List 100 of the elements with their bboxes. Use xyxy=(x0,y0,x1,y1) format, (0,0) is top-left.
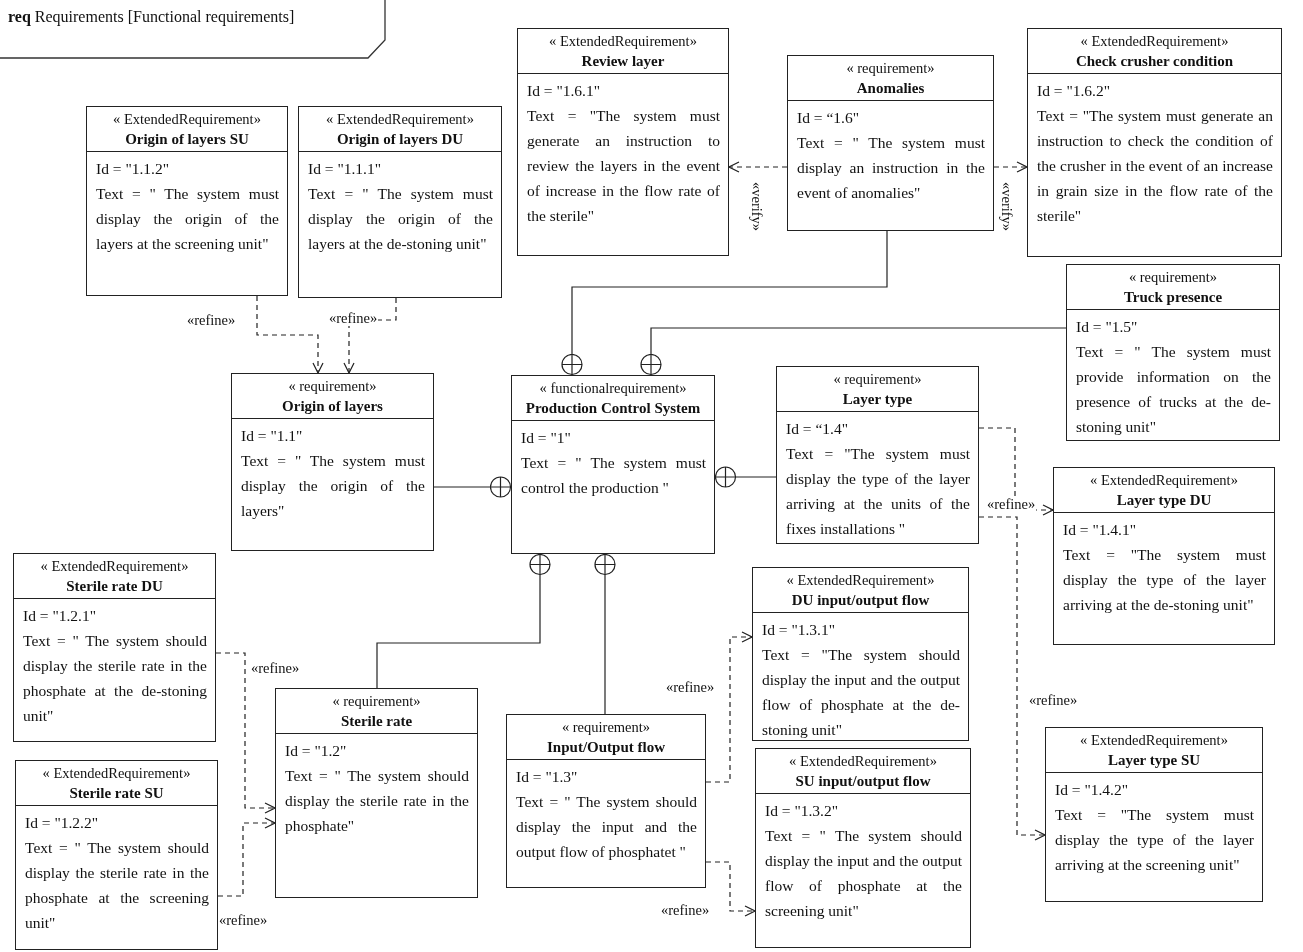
requirement-id: Id = "1" xyxy=(521,428,572,448)
requirement-name: Sterile rate xyxy=(340,712,413,731)
dependency-arrow xyxy=(705,631,753,783)
dependency-arrow xyxy=(978,516,1046,841)
requirement-id: Id = "1.1.2" xyxy=(96,159,171,179)
requirement-text: Text = " The system should display the sterile rate in the phosphate at the screening unit" xyxy=(25,838,209,933)
edge-label: «refine» xyxy=(660,902,711,918)
requirement-text: Text = "The system must generate an instruction to check the condition of the crusher in the event of an increase in grain size in the flow rate of the sterile" xyxy=(1037,106,1273,226)
dependency-arrow xyxy=(343,297,397,374)
requirement-name: Anomalies xyxy=(856,79,925,98)
requirement-id: Id = "1.1.1" xyxy=(308,159,383,179)
requirement-box xyxy=(15,760,218,950)
requirement-text: Text = "The system must display the type of the layer arriving at the units of the fixes installations " xyxy=(786,444,970,539)
requirement-name: DU input/output flow xyxy=(791,591,930,610)
requirement-id: Id = "1.3" xyxy=(516,767,579,787)
containment-line xyxy=(714,466,777,488)
requirement-name: Layer type DU xyxy=(1116,491,1212,510)
requirement-text: Text = " The system must control the production " xyxy=(521,453,706,498)
dependency-arrow xyxy=(978,427,1054,516)
containment-line xyxy=(640,327,1067,376)
requirement-box xyxy=(86,106,288,296)
requirement-id: Id = "1.3.2" xyxy=(765,801,840,821)
edge-label: «refine» xyxy=(186,312,237,328)
requirement-box xyxy=(1066,264,1280,441)
edge-label: «refine» xyxy=(218,912,269,928)
requirement-box xyxy=(13,553,216,742)
edge-label: «refine» xyxy=(328,310,379,326)
requirement-text: Text = "The system must display the type of the layer arriving at the de-stoning unit" xyxy=(1063,545,1266,615)
requirement-id: Id = "1.5" xyxy=(1076,317,1139,337)
requirement-box xyxy=(231,373,434,551)
requirement-name: Layer type xyxy=(842,390,913,409)
requirement-name: Origin of layers SU xyxy=(125,130,249,149)
edge-label: «verify» xyxy=(998,182,1016,232)
requirement-box xyxy=(1053,467,1275,645)
requirement-id: Id = "1.6.2" xyxy=(1037,81,1112,101)
stereotype-label: « ExtendedRequirement» xyxy=(326,110,474,129)
requirement-box xyxy=(511,375,715,554)
stereotype-label: « ExtendedRequirement» xyxy=(113,110,261,129)
stereotype-label: « requirement» xyxy=(288,377,377,396)
stereotype-label: « ExtendedRequirement» xyxy=(40,557,189,576)
requirement-box xyxy=(517,28,729,256)
stereotype-label: « ExtendedRequirement» xyxy=(789,752,937,771)
stereotype-label: « ExtendedRequirement» xyxy=(1090,471,1238,490)
stereotype-label: « requirement» xyxy=(1128,268,1218,287)
requirement-name: Sterile rate DU xyxy=(66,577,163,596)
requirement-name: Sterile rate SU xyxy=(69,784,164,803)
requirement-box xyxy=(776,366,979,544)
requirement-text: Text = " The system must display the origin of the layers at the screening unit" xyxy=(96,184,279,254)
edge-label: «verify» xyxy=(748,182,766,232)
diagram-frame-title: req Requirements [Functional requirements] xyxy=(8,8,295,26)
dependency-arrow xyxy=(993,161,1028,173)
requirement-box xyxy=(755,748,971,948)
requirement-name: Layer type SU xyxy=(1107,751,1201,770)
requirement-box xyxy=(1045,727,1263,902)
dependency-arrow xyxy=(217,817,276,897)
dependency-arrow xyxy=(728,161,788,173)
edge-label: «refine» xyxy=(1028,692,1079,708)
requirement-id: Id = "1.2.2" xyxy=(25,813,100,833)
stereotype-label: « requirement» xyxy=(332,692,421,711)
requirement-name: Check crusher condition xyxy=(1075,52,1234,71)
dependency-arrow xyxy=(215,652,276,814)
dependency-arrow xyxy=(256,295,324,374)
requirement-name: Production Control System xyxy=(525,399,701,418)
containment-line xyxy=(561,230,888,376)
stereotype-label: « requirement» xyxy=(846,59,935,78)
containment-line xyxy=(433,476,512,498)
requirement-name: Origin of layers xyxy=(282,397,383,416)
requirement-box xyxy=(506,714,706,888)
requirement-id: Id = "1.3.1" xyxy=(762,620,837,640)
stereotype-label: « requirement» xyxy=(833,370,922,389)
requirement-text: Text = " The system must display the origin of the layers" xyxy=(241,451,425,521)
requirement-text: Text = "The system must generate an instruction to review the layers in the event of increase in the flow rate of the sterile" xyxy=(527,106,720,226)
stereotype-label: « ExtendedRequirement» xyxy=(42,764,191,783)
requirement-text: Text = " The system should display the input and the output flow of phosphatet " xyxy=(516,792,697,862)
requirement-name: Truck presence xyxy=(1123,288,1223,307)
requirement-name: Input/Output flow xyxy=(547,738,665,757)
requirement-text: Text = " The system should display the sterile rate in the phosphate" xyxy=(285,766,469,836)
requirement-text: Text = " The system should display the input and the output flow of phosphate at the screening unit" xyxy=(765,826,962,921)
requirement-id: Id = "1.4.1" xyxy=(1063,520,1138,540)
stereotype-label: « requirement» xyxy=(561,718,651,737)
stereotype-label: « ExtendedRequirement» xyxy=(549,32,697,51)
edge-label: «refine» xyxy=(250,660,301,676)
requirement-id: Id = "1.4.2" xyxy=(1055,780,1130,800)
requirement-box xyxy=(298,106,502,298)
requirement-text: Text = " The system must display an instruction in the event of anomalies" xyxy=(797,133,985,203)
stereotype-label: « ExtendedRequirement» xyxy=(786,571,935,590)
requirement-name: Review layer xyxy=(581,52,665,71)
requirement-text: Text = "The system must display the type of the layer arriving at the screening unit" xyxy=(1055,805,1254,875)
requirement-id: Id = "1.2.1" xyxy=(23,606,98,626)
edge-label: «refine» xyxy=(986,496,1037,512)
requirement-box xyxy=(787,55,994,231)
requirement-name: Origin of layers DU xyxy=(336,130,464,149)
requirement-id: Id = “1.6" xyxy=(797,108,860,128)
edge-label: «refine» xyxy=(665,679,716,695)
requirement-text: Text = " The system must display the origin of the layers at the de-stoning unit" xyxy=(308,184,493,254)
containment-line xyxy=(376,553,551,689)
requirement-text: Text = "The system should display the input and the output flow of phosphate at the de-stoning unit" xyxy=(762,645,960,740)
requirement-text: Text = " The system must provide information on the presence of trucks at the de-stoning unit" xyxy=(1076,342,1271,437)
stereotype-label: « functionalrequirement» xyxy=(539,379,687,398)
stereotype-label: « ExtendedRequirement» xyxy=(1080,32,1229,51)
